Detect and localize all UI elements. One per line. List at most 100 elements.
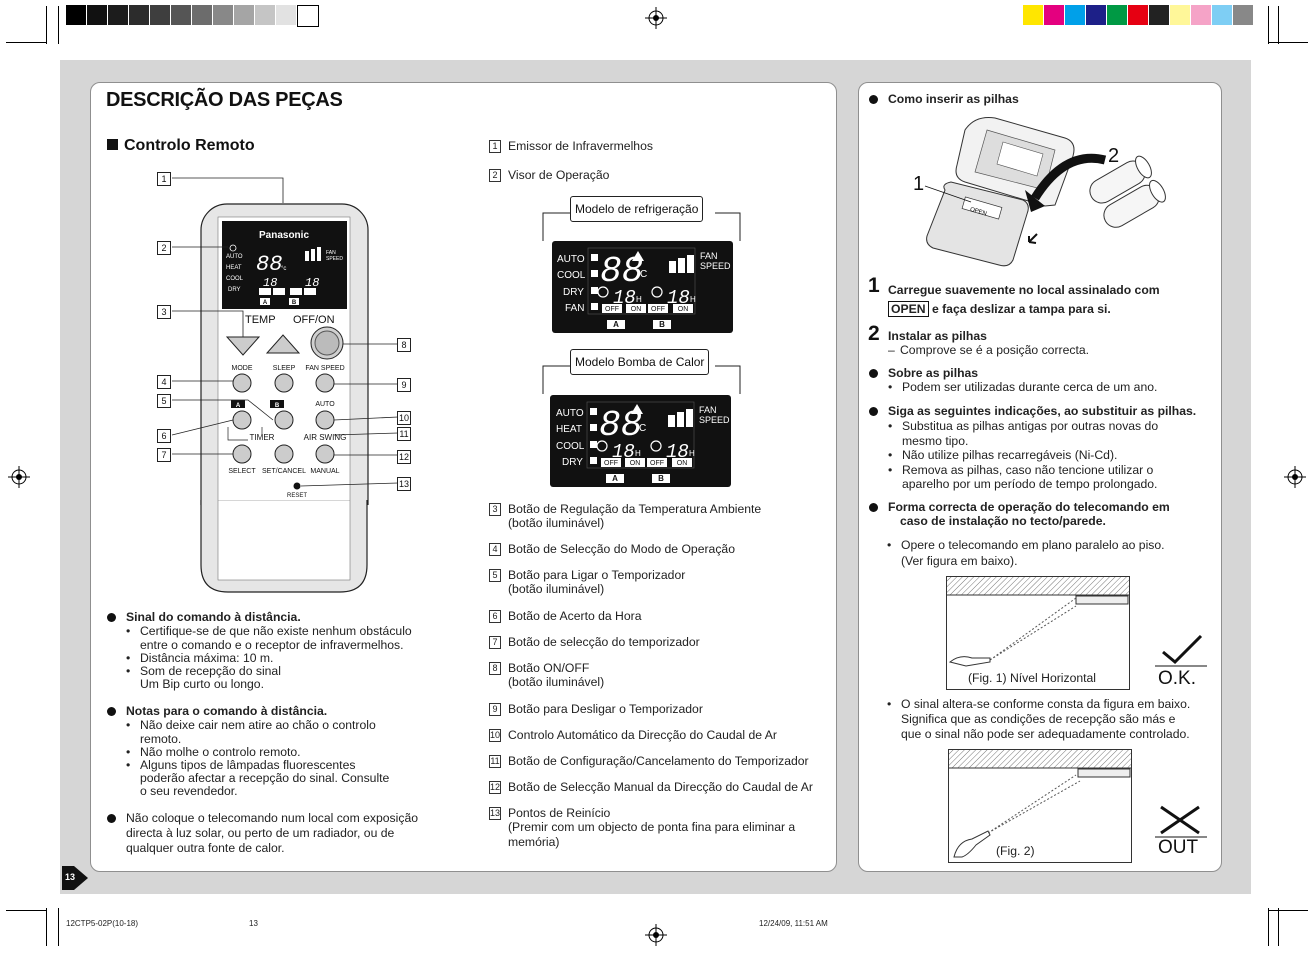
svg-text:SELECT: SELECT xyxy=(228,468,256,475)
svg-text:SPEED: SPEED xyxy=(699,415,730,425)
svg-text:SPEED: SPEED xyxy=(326,256,343,262)
registration-mark-right xyxy=(1284,466,1306,488)
svg-text:TIMER: TIMER xyxy=(250,433,275,442)
callout-12: 12 xyxy=(397,450,411,464)
ceiling-instructions: Opere o telecomando em plano paralelo ao… xyxy=(887,538,1165,569)
section-heading: Controlo Remoto xyxy=(107,137,255,155)
cross-icon xyxy=(1155,805,1207,838)
square-bullet-icon xyxy=(107,139,118,150)
replace-batteries: Siga as seguintes indicações, ao substit… xyxy=(868,404,1196,492)
svg-text:1: 1 xyxy=(913,173,924,195)
svg-text:°C: °C xyxy=(635,423,646,434)
svg-text:COOL: COOL xyxy=(226,276,244,282)
signal-item: Som de recepção do sinal xyxy=(126,664,412,678)
callout-11: 11 xyxy=(397,427,411,441)
ok-label: O.K. xyxy=(1158,668,1197,689)
svg-text:AUTO: AUTO xyxy=(315,401,335,408)
color-bar xyxy=(1023,5,1254,25)
signal-section: Sinal do comando à distância. Certifique… xyxy=(107,610,412,691)
signal-item: Certifique-se de que não existe nenhum o… xyxy=(126,625,412,639)
about-batteries: Sobre as pilhas Podem ser utilizadas dur… xyxy=(868,366,1157,395)
svg-text:B: B xyxy=(659,320,665,329)
svg-text:ON: ON xyxy=(678,306,689,313)
page-number-tab xyxy=(62,866,88,890)
callout-8: 8 xyxy=(397,338,411,352)
svg-text:OFF: OFF xyxy=(650,460,664,467)
svg-text:SLEEP: SLEEP xyxy=(273,365,296,372)
signal-change-note: O sinal altera-se conforme consta da fig… xyxy=(887,697,1190,741)
battery-insertion-illustration: OPEN 1 2 xyxy=(913,117,1166,267)
callout-3: 3 xyxy=(157,305,171,319)
svg-text:B: B xyxy=(658,474,664,483)
svg-text:18: 18 xyxy=(666,441,689,463)
temp-label: TEMP xyxy=(245,314,276,326)
lcd-heat-label: Modelo Bomba de Calor xyxy=(570,349,710,375)
svg-text:A: A xyxy=(263,300,268,306)
svg-text:OFF: OFF xyxy=(605,306,619,313)
svg-text:B: B xyxy=(292,300,297,306)
svg-text:COOL: COOL xyxy=(557,270,586,281)
svg-text:SET/CANCEL: SET/CANCEL xyxy=(262,468,306,475)
svg-text:88: 88 xyxy=(256,252,282,277)
page-number: 13 xyxy=(65,872,76,882)
svg-text:ON: ON xyxy=(631,306,642,313)
figure-2-bad-angle xyxy=(948,749,1132,863)
svg-text:DRY: DRY xyxy=(563,287,584,298)
svg-text:18: 18 xyxy=(305,276,319,290)
out-label: OUT xyxy=(1158,837,1199,858)
svg-text:18: 18 xyxy=(612,441,635,463)
callout-7: 7 xyxy=(157,448,171,462)
svg-text:FAN SPEED: FAN SPEED xyxy=(305,365,344,372)
svg-text:H: H xyxy=(689,449,695,458)
notes-item: Não molhe o controlo remoto. xyxy=(126,745,389,759)
signal-heading: Sinal do comando à distância. xyxy=(126,610,301,624)
svg-text:AUTO: AUTO xyxy=(557,254,585,265)
svg-text:18: 18 xyxy=(667,287,690,309)
notes-item: Alguns tipos de lâmpadas fluorescentes xyxy=(126,758,389,772)
svg-text:°C: °C xyxy=(636,269,647,280)
checkmark-icon xyxy=(1155,634,1207,667)
svg-text:2: 2 xyxy=(1108,145,1119,167)
callout-1: 1 xyxy=(157,172,171,186)
notes-item: poderão afectar a recepção do sinal. Con… xyxy=(140,771,390,786)
svg-text:DRY: DRY xyxy=(562,457,583,468)
footer-date: 12/24/09, 11:51 AM xyxy=(759,919,828,928)
figure-1-caption: (Fig. 1) Nível Horizontal xyxy=(968,671,1097,685)
svg-text:OFF: OFF xyxy=(604,460,618,467)
svg-text:A: A xyxy=(612,474,618,483)
svg-text:MODE: MODE xyxy=(232,365,253,372)
lcd-cool-model: AUTO COOL DRY FAN 88 °C 18 H 18 H FAN SP… xyxy=(542,212,741,333)
svg-text:AIR SWING: AIR SWING xyxy=(304,433,347,442)
svg-text:18: 18 xyxy=(613,287,636,309)
svg-text:H: H xyxy=(690,295,696,304)
registration-mark-bottom xyxy=(645,924,667,946)
ceiling-heading: Forma correcta de operação do telecomand… xyxy=(869,500,1170,529)
figure-2-caption: (Fig. 2) xyxy=(996,844,1035,858)
step-2-text: Instalar as pilhas Comprove se é a posiç… xyxy=(888,329,1089,358)
signal-item: entre o comando e o receptor de infraver… xyxy=(140,637,404,652)
notes-item: o seu revendedor. xyxy=(140,784,238,799)
svg-text:ON: ON xyxy=(677,460,688,467)
step-1-number: 1 xyxy=(868,274,880,297)
svg-text:H: H xyxy=(635,449,641,458)
offon-label: OFF/ON xyxy=(293,314,335,326)
grayscale-bar xyxy=(66,5,319,27)
svg-text:ON: ON xyxy=(630,460,641,467)
svg-text:HEAT: HEAT xyxy=(226,265,242,271)
page-title: DESCRIÇÃO DAS PEÇAS xyxy=(106,89,343,111)
callout-4: 4 xyxy=(157,375,171,389)
callout-9: 9 xyxy=(397,378,411,392)
svg-text:A: A xyxy=(613,320,619,329)
svg-text:B: B xyxy=(275,403,280,409)
